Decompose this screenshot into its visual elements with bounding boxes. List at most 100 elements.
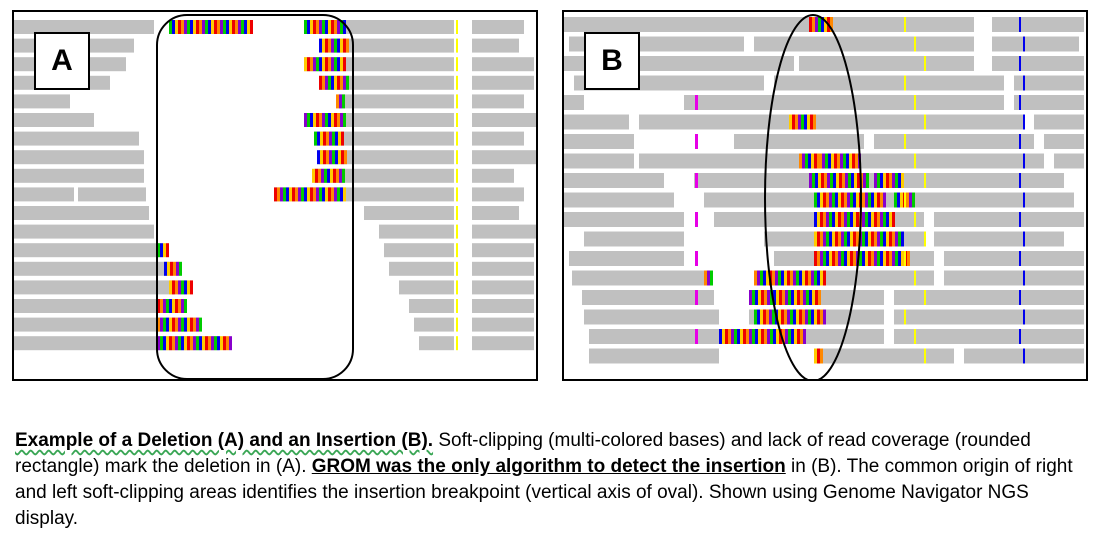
- soft-clip-base: [802, 153, 805, 169]
- soft-clip-base: [310, 187, 313, 202]
- soft-clip-base: [325, 113, 328, 127]
- aligned-read: [819, 153, 1044, 169]
- soft-clip-base: [779, 329, 782, 344]
- aligned-read: [14, 150, 144, 165]
- insertion-marker: [695, 173, 698, 188]
- soft-clip-base: [316, 57, 319, 72]
- soft-clip-base: [332, 131, 335, 146]
- soft-clip-base: [895, 173, 898, 188]
- soft-clip-base: [866, 173, 869, 188]
- soft-clip-base: [214, 336, 217, 351]
- soft-clip-base: [817, 348, 820, 364]
- soft-clip-base: [338, 131, 341, 146]
- soft-clip-base: [847, 231, 850, 247]
- soft-clip-base: [304, 113, 307, 127]
- soft-clip-base: [328, 113, 331, 127]
- soft-clip-base: [752, 329, 755, 344]
- soft-clip-base: [857, 173, 860, 188]
- aligned-read: [572, 270, 704, 286]
- mismatch-base: [924, 173, 926, 188]
- panel-a-reads: [14, 14, 536, 379]
- soft-clip-base: [340, 113, 343, 127]
- soft-clip-base: [310, 113, 313, 127]
- soft-clip-base: [812, 173, 815, 188]
- soft-clip-base: [719, 329, 722, 344]
- soft-clip-base: [754, 309, 757, 325]
- soft-clip-base: [337, 113, 340, 127]
- mismatch-base: [1023, 36, 1025, 52]
- soft-clip-base: [190, 20, 193, 34]
- soft-clip-base: [850, 192, 853, 208]
- aligned-read: [14, 113, 94, 127]
- mismatch-base: [914, 153, 916, 169]
- aligned-read: [389, 261, 454, 276]
- soft-clip-base: [778, 270, 781, 286]
- soft-clip-base: [843, 153, 846, 169]
- insertion-marker: [695, 290, 698, 305]
- aligned-read: [684, 95, 1004, 110]
- mismatch-base: [1023, 348, 1025, 364]
- soft-clip-base: [907, 251, 910, 266]
- soft-clip-base: [877, 173, 880, 188]
- aligned-read: [934, 212, 1084, 227]
- soft-clip-base: [880, 212, 883, 227]
- insertion-oval: [764, 14, 862, 379]
- mismatch-base: [1019, 251, 1021, 266]
- soft-clip-base: [883, 251, 886, 266]
- soft-clip-base: [810, 114, 813, 130]
- soft-clip-base: [181, 20, 184, 34]
- soft-clip-base: [809, 173, 812, 188]
- soft-clip-base: [874, 251, 877, 266]
- soft-clip-base: [909, 192, 912, 208]
- soft-clip-base: [223, 20, 226, 34]
- soft-clip-base: [856, 231, 859, 247]
- soft-clip-base: [196, 336, 199, 351]
- soft-clip-base: [340, 187, 343, 202]
- mismatch-base: [1019, 95, 1021, 110]
- soft-clip-base: [820, 309, 823, 325]
- soft-clip-base: [755, 290, 758, 305]
- soft-clip-base: [817, 251, 820, 266]
- soft-clip-base: [323, 150, 326, 165]
- caption-text-2: in (B). The common origin of right and l…: [15, 456, 1073, 529]
- soft-clip-base: [775, 270, 778, 286]
- soft-clip-base: [790, 270, 793, 286]
- soft-clip-base: [820, 348, 823, 364]
- soft-clip-base: [196, 20, 199, 34]
- insertion-marker: [695, 95, 698, 110]
- soft-clip-base: [889, 251, 892, 266]
- soft-clip-base: [817, 309, 820, 325]
- mismatch-base: [456, 75, 458, 90]
- soft-clip-base: [193, 20, 196, 34]
- aligned-read: [14, 94, 70, 109]
- soft-clip-base: [187, 317, 190, 332]
- soft-clip-base: [892, 231, 895, 247]
- mismatch-base: [924, 348, 926, 364]
- aligned-read: [14, 224, 154, 239]
- soft-clip-base: [826, 231, 829, 247]
- soft-clip-base: [823, 251, 826, 266]
- soft-clip-base: [856, 192, 859, 208]
- soft-clip-base: [889, 173, 892, 188]
- soft-clip-base: [757, 309, 760, 325]
- aligned-read: [584, 309, 719, 325]
- soft-clip-base: [800, 329, 803, 344]
- aligned-read: [472, 336, 534, 351]
- soft-clip-base: [818, 17, 821, 32]
- soft-clip-base: [900, 192, 903, 208]
- soft-clip-base: [175, 299, 178, 313]
- soft-clip-base: [853, 212, 856, 227]
- soft-clip-base: [850, 231, 853, 247]
- aligned-read: [472, 299, 534, 313]
- soft-clip-base: [335, 150, 338, 165]
- aligned-read: [414, 317, 454, 332]
- soft-clip-base: [826, 251, 829, 266]
- soft-clip-base: [312, 168, 315, 183]
- soft-clip-base: [343, 57, 346, 72]
- soft-clip-base: [178, 280, 181, 295]
- soft-clip-base: [781, 309, 784, 325]
- soft-clip-base: [238, 20, 241, 34]
- soft-clip-base: [193, 336, 196, 351]
- soft-clip-base: [906, 192, 909, 208]
- soft-clip-base: [343, 75, 346, 90]
